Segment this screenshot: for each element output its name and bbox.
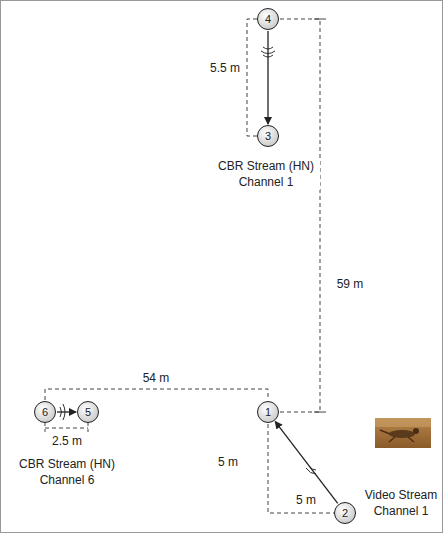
node-number: 1 bbox=[257, 401, 279, 423]
dimension-label: 5.5 m bbox=[208, 60, 242, 76]
node-number: 2 bbox=[334, 502, 356, 524]
stream-label: Video Stream Channel 1 bbox=[361, 487, 441, 519]
dimension-label: 5 m bbox=[216, 454, 240, 470]
dimension-label: 5 m bbox=[294, 492, 318, 508]
station-circle: 3 bbox=[257, 125, 279, 147]
dimension-label: 59 m bbox=[335, 276, 366, 292]
dimension-label: 2.5 m bbox=[50, 433, 84, 449]
dimension-lines bbox=[45, 19, 334, 513]
node-number: 5 bbox=[77, 401, 99, 423]
station-circle: 2 bbox=[334, 502, 356, 524]
dimension-ticks bbox=[314, 19, 326, 412]
station-circle: 5 bbox=[77, 401, 99, 423]
station-circle: 4 bbox=[257, 8, 279, 30]
stream-label: CBR Stream (HN) Channel 6 bbox=[13, 456, 121, 488]
wireless-symbol bbox=[60, 47, 316, 474]
video-thumbnail bbox=[375, 418, 431, 448]
station-circle: 6 bbox=[34, 401, 56, 423]
stream-label: CBR Stream (HN) Channel 1 bbox=[212, 158, 320, 190]
stream-arrow bbox=[57, 411, 76, 412]
stream-arrow bbox=[267, 31, 268, 124]
node-number: 3 bbox=[257, 125, 279, 147]
station-circle: 1 bbox=[257, 401, 279, 423]
node-number: 4 bbox=[257, 8, 279, 30]
dimension-label: 54 m bbox=[141, 370, 172, 386]
node-number: 6 bbox=[34, 401, 56, 423]
